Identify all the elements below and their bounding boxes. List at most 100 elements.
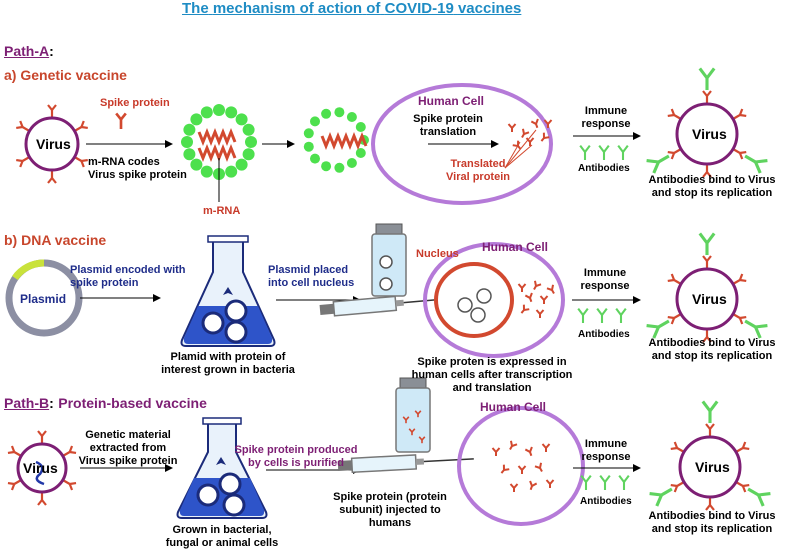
virus-a xyxy=(15,103,89,185)
spike-proteins-c xyxy=(491,439,555,493)
mrna-bead xyxy=(321,161,332,172)
human-cell-label-a: Human Cell xyxy=(418,94,485,108)
result-virus-a xyxy=(645,66,769,179)
result-virus-label-c: Virus xyxy=(695,459,730,475)
mrna-bead-ring xyxy=(181,104,257,202)
path-b-heading: Path-B: Protein-based vaccine xyxy=(4,395,207,411)
bound-antibody xyxy=(701,399,719,425)
virus-body xyxy=(675,102,739,166)
mrna-bead xyxy=(242,123,255,136)
virus-body xyxy=(678,435,742,499)
mrna-bead xyxy=(213,104,225,116)
antibodies-label-b: Antibodies xyxy=(578,329,630,340)
vial-dna xyxy=(371,223,407,297)
mrna-bead xyxy=(334,107,345,118)
mrna-bead xyxy=(200,106,213,119)
mrna-label: m-RNA xyxy=(203,205,241,217)
mrna-bead xyxy=(242,148,255,161)
plasmid-label: Plasmid xyxy=(20,292,67,306)
virus-c xyxy=(6,429,78,507)
virus-body xyxy=(675,267,739,331)
mrna-bead xyxy=(355,148,366,158)
mrna-bead xyxy=(183,148,196,161)
mrna-bead xyxy=(346,112,357,122)
virus-spike xyxy=(36,429,48,446)
mrna-bead xyxy=(310,153,320,164)
mrna-bead xyxy=(190,113,203,126)
mrna-bead xyxy=(245,136,257,148)
page-title: The mechanism of action of COVID-19 vacc… xyxy=(182,0,522,17)
human-cell-label-c: Human Cell xyxy=(480,400,547,414)
mrna-bead xyxy=(225,165,238,178)
virus-spike xyxy=(704,422,716,439)
grown-label: Grown in bacterial,fungal or animal cell… xyxy=(165,524,279,549)
path-a-label: Path-A: xyxy=(4,43,54,59)
mrna-bead xyxy=(321,108,332,119)
mrna-bead xyxy=(310,116,320,127)
mrna-bead xyxy=(200,165,213,178)
mrna-bead xyxy=(355,122,366,132)
antibodies-a xyxy=(579,144,629,162)
mrna-bead xyxy=(334,162,345,173)
mrna-bead xyxy=(235,158,248,171)
human-cell-label-b: Human Cell xyxy=(482,240,549,254)
virus-spike xyxy=(36,490,48,507)
virus-spike xyxy=(701,254,713,271)
mrna-bead xyxy=(225,106,238,119)
flask-dna xyxy=(180,235,276,347)
antibodies-label-c: Antibodies xyxy=(580,496,632,507)
syringe-protein xyxy=(337,454,474,474)
result-virus-c xyxy=(648,399,772,512)
result-virus-label-b: Virus xyxy=(692,291,727,307)
antibodies-label-a: Antibodies xyxy=(578,163,630,174)
virus-label-a: Virus xyxy=(36,136,71,152)
spike-protein-label: Spike protein xyxy=(100,97,170,109)
bound-antibody xyxy=(698,231,716,257)
nucleus-label: Nucleus xyxy=(416,248,459,260)
dna-heading: b) DNA vaccine xyxy=(4,232,107,248)
mrna-bead xyxy=(183,123,196,136)
human-cell-c xyxy=(457,406,585,526)
bound-antibody xyxy=(698,66,716,92)
plasmid-ring xyxy=(5,259,83,337)
human-cell-a xyxy=(371,83,553,205)
antibodies-b xyxy=(577,307,627,325)
mrna-bead xyxy=(235,113,248,126)
mrna-bead xyxy=(346,158,357,168)
mrna-bead xyxy=(181,136,193,148)
vial-protein xyxy=(395,377,431,453)
mrna-bead-ring-entering xyxy=(303,107,369,173)
human-cell-b xyxy=(423,242,565,358)
spike-proteins-b xyxy=(517,279,559,319)
result-virus-b xyxy=(645,231,769,344)
flask-protein xyxy=(176,417,268,519)
nucleus-b xyxy=(434,262,514,338)
syringe-dna xyxy=(319,295,450,317)
virus-spike xyxy=(701,89,713,106)
virus-label-c: Virus xyxy=(23,460,58,476)
mrna-bead xyxy=(190,158,203,171)
genetic-heading: a) Genetic vaccine xyxy=(4,67,127,83)
virus-spike xyxy=(704,495,716,512)
mrna-bead xyxy=(303,141,314,152)
antibodies-c xyxy=(580,474,630,492)
result-virus-label-a: Virus xyxy=(692,126,727,142)
